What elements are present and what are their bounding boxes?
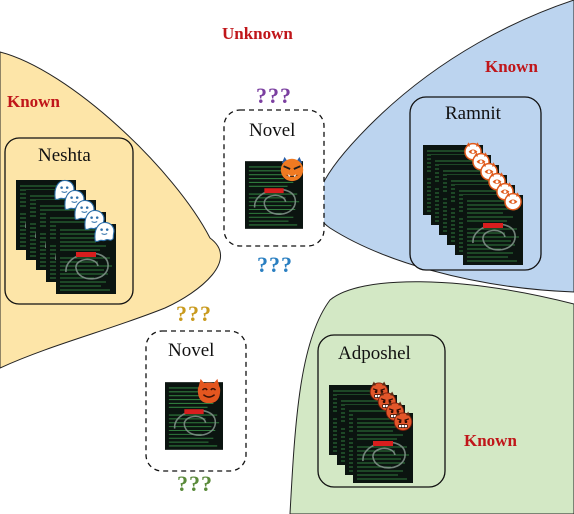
novel-top-title: Novel — [249, 120, 296, 141]
unknown-label: Unknown — [222, 24, 293, 43]
novel-bottom-sample — [165, 378, 223, 451]
ramnit-title: Ramnit — [445, 103, 501, 124]
neshta-title: Neshta — [38, 145, 91, 166]
adposhel-title: Adposhel — [338, 343, 411, 364]
unknown-marker-top-below: ??? — [257, 252, 293, 277]
known-label-neshta: Known — [7, 92, 60, 111]
known-label-adposhel: Known — [464, 431, 517, 450]
angry-devil-icon — [279, 155, 305, 183]
novel-bottom-title: Novel — [168, 340, 215, 361]
unknown-marker-bottom-above: ??? — [176, 301, 212, 326]
known-label-ramnit: Known — [485, 57, 538, 76]
novel-top-sample — [245, 155, 305, 230]
unknown-marker-top-above: ??? — [256, 83, 292, 108]
unknown-marker-bottom-below: ??? — [177, 471, 213, 496]
